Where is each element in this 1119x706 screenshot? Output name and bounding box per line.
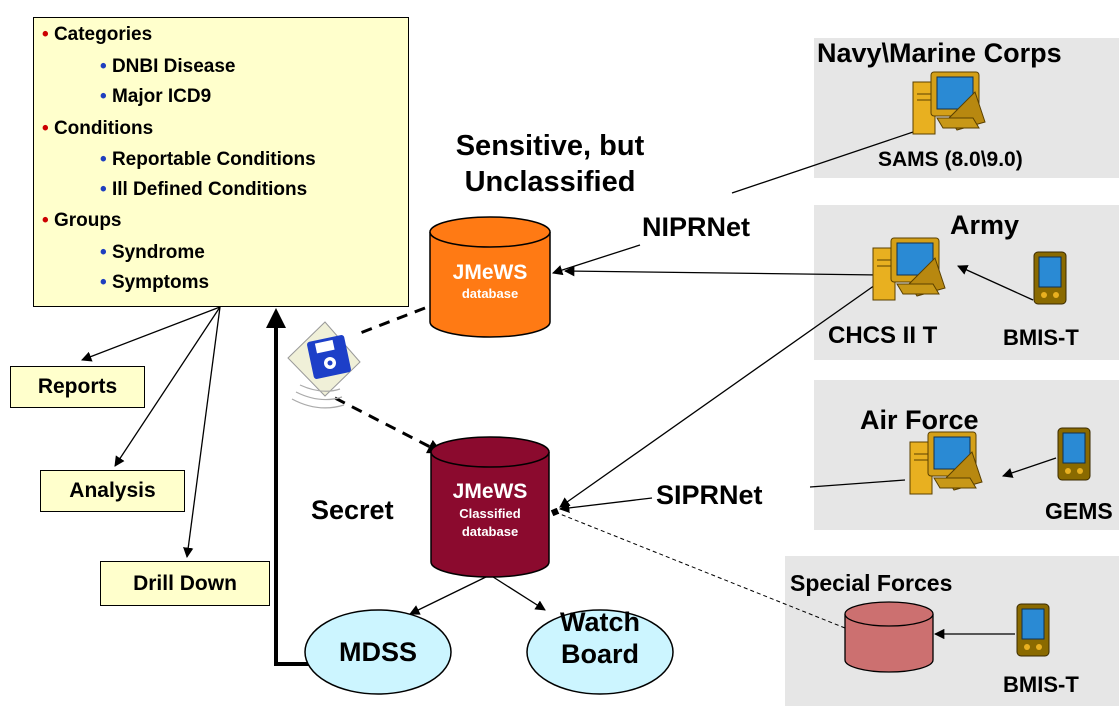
dashed-arrow-classified bbox=[334, 396, 443, 454]
category-item: • Ill Defined Conditions bbox=[100, 179, 308, 200]
drill-down-box: Drill Down bbox=[100, 561, 270, 606]
watch-board-ellipse bbox=[526, 609, 674, 695]
handheld-icon-air-force bbox=[1057, 427, 1091, 481]
classified-db-label: JMeWS Classified database bbox=[452, 480, 528, 539]
air-force-system-label: GEMS bbox=[1045, 498, 1113, 524]
navy-system-label: SAMS (8.0\9.0) bbox=[878, 148, 1023, 171]
army-handheld-arrow bbox=[957, 265, 1034, 301]
special-forces-database bbox=[844, 601, 934, 673]
floppy-disk-icon bbox=[287, 321, 361, 409]
air-force-to-siprnet-line bbox=[809, 479, 906, 488]
arrow-to-watch-board bbox=[489, 574, 546, 611]
secret-label: Secret bbox=[311, 495, 394, 525]
arrow-to-reports bbox=[81, 306, 221, 362]
handheld-icon-army bbox=[1033, 251, 1067, 305]
category-item: • Groups bbox=[42, 210, 122, 231]
army-title: Army bbox=[950, 210, 1020, 240]
mdss-ellipse bbox=[304, 609, 452, 695]
unclassified-db-label: JMeWS database bbox=[452, 261, 528, 302]
army-panel bbox=[814, 205, 1119, 360]
special-forces-system-label: BMIS-T bbox=[1003, 672, 1079, 697]
navy-title: Navy\Marine Corps bbox=[817, 38, 1062, 68]
dashed-link-unclassified bbox=[354, 306, 426, 337]
category-item: • Major ICD9 bbox=[100, 86, 212, 107]
analysis-box: Analysis bbox=[40, 470, 185, 512]
special-forces-panel bbox=[785, 556, 1119, 706]
computer-icon-navy bbox=[912, 71, 986, 135]
mdss-label: MDSS bbox=[338, 637, 417, 667]
category-item: • Conditions bbox=[42, 118, 154, 139]
handheld-icon-special-forces bbox=[1016, 603, 1050, 657]
siprnet-label: SIPRNet bbox=[656, 480, 763, 510]
computer-icon-army bbox=[872, 237, 946, 301]
niprnet-label: NIPRNet bbox=[642, 212, 751, 242]
arrow-to-drill-down bbox=[183, 306, 221, 559]
computer-icon-air-force bbox=[909, 431, 983, 495]
category-item: • Reportable Conditions bbox=[100, 149, 316, 170]
special-forces-dashed-link bbox=[550, 507, 846, 629]
sensitive-unclassified-label: Sensitive, but Unclassified bbox=[455, 130, 645, 198]
category-item: • Categories bbox=[42, 24, 153, 45]
army-system-label-chcs: CHCS II T bbox=[828, 322, 938, 349]
army-system-label-bmis: BMIS-T bbox=[1003, 325, 1079, 350]
category-item: • DNBI Disease bbox=[100, 56, 236, 77]
mdss-feedback-arrow bbox=[266, 308, 315, 666]
army-to-db-arrow bbox=[563, 265, 881, 277]
army-to-classified-arrow bbox=[559, 277, 886, 508]
categories-box: • Categories • DNBI Disease • Major ICD9… bbox=[33, 17, 409, 307]
unclassified-database bbox=[429, 216, 551, 338]
air-force-title: Air Force bbox=[860, 405, 979, 435]
classified-database bbox=[430, 436, 550, 578]
category-item: • Syndrome bbox=[100, 242, 205, 263]
special-forces-title: Special Forces bbox=[790, 570, 953, 596]
arrow-to-mdss bbox=[409, 574, 491, 615]
air-force-handheld-arrow bbox=[1002, 457, 1057, 478]
category-item: • Symptoms bbox=[100, 272, 210, 293]
navy-to-niprnet-line bbox=[731, 127, 926, 194]
siprnet-to-classified-arrow bbox=[558, 497, 653, 514]
watch-board-label: Watch Board bbox=[560, 607, 640, 669]
arrow-to-analysis bbox=[114, 306, 221, 467]
niprnet-to-db-arrow bbox=[552, 244, 641, 276]
reports-box: Reports bbox=[10, 366, 145, 408]
